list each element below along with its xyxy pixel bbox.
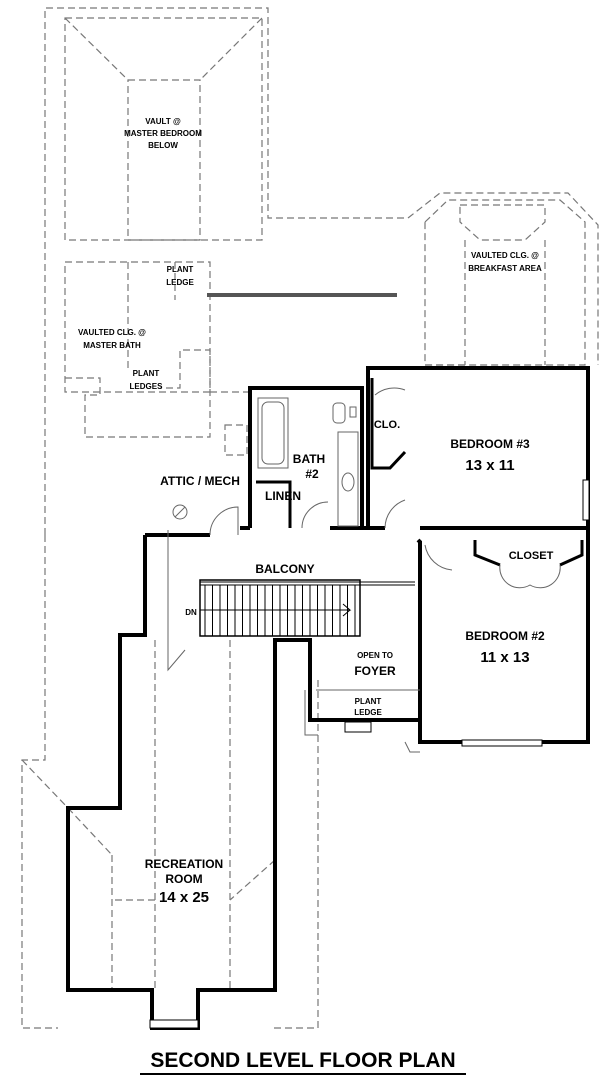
plant-ledge-top-label: PLANT [167, 265, 194, 274]
doors [149, 387, 590, 1029]
plant-ledges-label-1: PLANT [133, 369, 160, 378]
balcony-label: BALCONY [255, 562, 314, 576]
recreation-label-2: ROOM [165, 872, 202, 886]
open-to-foyer-label-2: FOYER [354, 664, 396, 678]
lower-level-outline [21, 7, 599, 1029]
plant-ledge-top-label-2: LEDGE [166, 278, 194, 287]
bedroom2-size: 11 x 13 [480, 649, 529, 666]
vaulted-breakfast-label-2: BREAKFAST AREA [468, 264, 542, 273]
bath2-label-2: #2 [305, 467, 319, 481]
plan-title: SECOND LEVEL FLOOR PLAN [150, 1049, 455, 1072]
stair-down-label: DN [185, 608, 197, 617]
attic-mech-label: ATTIC / MECH [160, 474, 240, 488]
vault-master-label-2: MASTER BEDROOM [124, 129, 202, 138]
plan-title-group: SECOND LEVEL FLOOR PLAN [140, 1049, 466, 1075]
stair-arrow [200, 603, 352, 617]
linen-label: LINEN [265, 489, 301, 503]
plant-ledge-bottom-label-1: PLANT [355, 697, 382, 706]
vault-master-label-1: VAULT @ [145, 117, 181, 126]
staircase [167, 530, 415, 672]
vaulted-breakfast-label-1: VAULTED CLG. @ [471, 251, 539, 260]
plant-ledge-bottom-label-2: LEDGE [354, 708, 382, 717]
vault-master-label-3: BELOW [148, 141, 178, 150]
recreation-size: 14 x 25 [159, 889, 209, 906]
closet-label: CLOSET [509, 550, 554, 562]
vaulted-master-bath-label-2: MASTER BATH [83, 341, 141, 350]
bath2-label-1: BATH [293, 452, 325, 466]
vaulted-master-bath-label-1: VAULTED CLG. @ [78, 328, 146, 337]
room-labels: VAULT @ MASTER BEDROOM BELOW PLANT LEDGE… [78, 117, 554, 906]
recreation-label-1: RECREATION [145, 857, 223, 871]
open-to-foyer-label-1: OPEN TO [357, 651, 393, 660]
bedroom2-name: BEDROOM #2 [465, 629, 545, 643]
bedroom3-size: 13 x 11 [465, 457, 514, 474]
clo-label: CLO. [374, 419, 400, 431]
plant-ledges-label-2: LEDGES [130, 382, 164, 391]
bedroom3-name: BEDROOM #3 [450, 437, 530, 451]
